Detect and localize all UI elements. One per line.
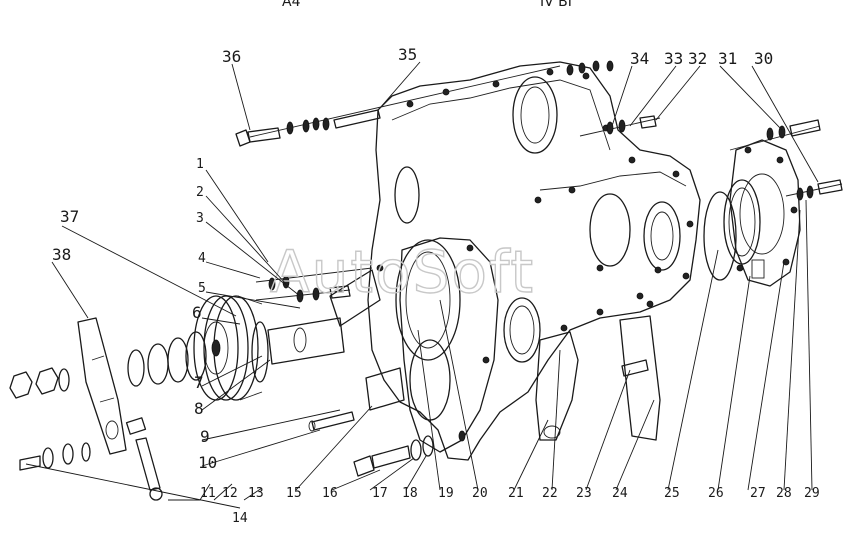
callout-28: 28	[776, 486, 792, 501]
callout-32: 32	[688, 49, 707, 68]
callout-20: 20	[472, 486, 488, 501]
callout-3: 3	[196, 211, 204, 226]
callout-4: 4	[198, 251, 206, 266]
callout-6: 6	[192, 303, 202, 322]
callout-21: 21	[508, 486, 524, 501]
callout-37: 37	[60, 207, 79, 226]
callout-30: 30	[754, 49, 773, 68]
callout-35: 35	[398, 45, 417, 64]
callout-18: 18	[402, 486, 418, 501]
callout-25: 25	[664, 486, 680, 501]
callout-19: 19	[438, 486, 454, 501]
timing-gear-housing	[367, 61, 701, 461]
bolt-string-top	[249, 60, 614, 138]
leader-lines	[25, 61, 819, 509]
watermark: AutoSoft	[270, 238, 535, 306]
tension-bolt	[135, 437, 163, 501]
callout-15: 15	[286, 486, 302, 501]
callout-29: 29	[804, 486, 820, 501]
callout-34: 34	[630, 49, 649, 68]
callout-23: 23	[576, 486, 592, 501]
nuts-and-washers-left	[9, 367, 91, 471]
bolt-16-18	[353, 430, 466, 477]
callout-26: 26	[708, 486, 724, 501]
top-mark-right: IV BI	[540, 0, 572, 10]
callout-1: 1	[196, 157, 204, 172]
top-mark-left: A4	[282, 0, 301, 10]
bolt-string-2-5	[255, 267, 373, 303]
callout-17: 17	[372, 486, 388, 501]
bolt-string-30-31	[729, 119, 843, 201]
callout-11: 11	[200, 486, 216, 501]
dowel-23	[621, 359, 649, 377]
callout-8: 8	[194, 399, 204, 418]
callout-13: 13	[248, 486, 264, 501]
callout-16: 16	[322, 486, 338, 501]
spacer-rings	[127, 321, 269, 387]
mounting-bracket	[77, 317, 147, 455]
callout-27: 27	[750, 486, 766, 501]
callout-10: 10	[198, 453, 217, 472]
callout-labels: 1 2 3 4 5 6 7 8 9 10 11 12 13 14 15 16 1…	[52, 45, 820, 526]
pulley-hub	[267, 269, 405, 411]
callout-7: 7	[194, 373, 204, 392]
oil-seal	[503, 297, 541, 363]
callout-12: 12	[222, 486, 238, 501]
callout-9: 9	[200, 427, 210, 446]
callout-24: 24	[612, 486, 628, 501]
callout-5: 5	[198, 281, 206, 296]
callout-22: 22	[542, 486, 558, 501]
callout-36: 36	[222, 47, 241, 66]
callout-38: 38	[52, 245, 71, 264]
bolt-string-32-34	[579, 115, 661, 137]
bolt-9-10	[308, 411, 355, 432]
callout-31: 31	[718, 49, 737, 68]
callout-14: 14	[232, 511, 248, 526]
callout-2: 2	[196, 185, 204, 200]
bell-housing	[703, 139, 801, 287]
bolt-36	[235, 127, 281, 147]
callout-33: 33	[664, 49, 683, 68]
